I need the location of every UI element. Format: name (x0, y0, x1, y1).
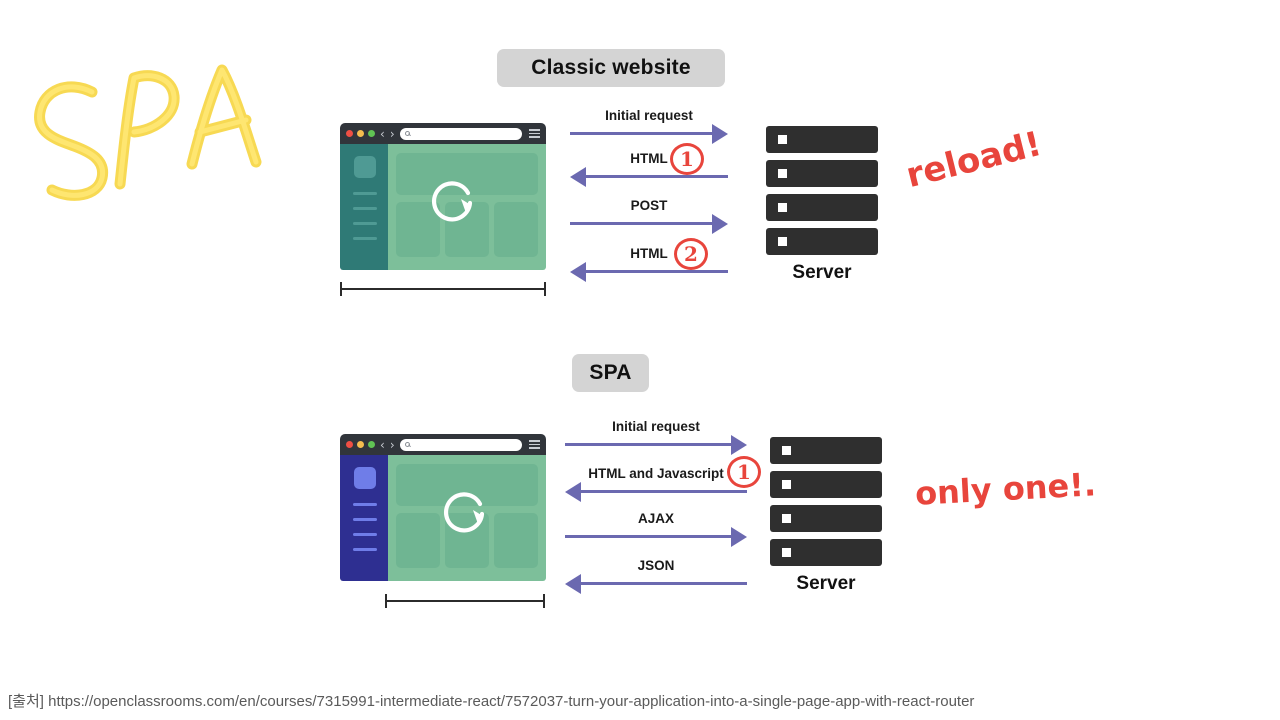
message-label: HTML (630, 151, 668, 166)
step-number: 2 (684, 242, 698, 266)
traffic-light-red-icon (346, 130, 353, 137)
browser-viewport (340, 144, 546, 270)
browser-sidebar (340, 455, 388, 581)
server-rack (770, 471, 882, 498)
search-icon (404, 442, 410, 447)
sidebar-nav-line (353, 207, 377, 211)
traffic-light-yellow-icon (357, 441, 364, 448)
browser-mockup-spa: ‹ › (340, 434, 546, 581)
forward-chevron-icon[interactable]: › (389, 126, 395, 141)
traffic-lights (346, 441, 375, 448)
width-bracket-classic (340, 282, 546, 296)
message-arrow-initial-request-spa: Initial request (565, 419, 747, 455)
content-pane (396, 513, 440, 568)
sidebar-logo-square (354, 467, 376, 489)
message-arrow-post: POST (570, 198, 728, 234)
browser-sidebar (340, 144, 388, 270)
browser-url-input[interactable] (399, 127, 522, 140)
spa-crayon-sketch (34, 64, 262, 201)
step-number: 1 (737, 460, 751, 484)
content-pane (396, 464, 538, 506)
traffic-light-green-icon (368, 441, 375, 448)
message-label: Initial request (605, 108, 693, 123)
hamburger-menu-icon[interactable] (529, 129, 540, 138)
browser-mockup-classic: ‹ › (340, 123, 546, 270)
section-badge-classic: Classic website (497, 49, 725, 87)
message-arrow-html-2: HTML (570, 246, 728, 282)
sidebar-nav-line (353, 548, 377, 552)
message-arrow-json: JSON (565, 558, 747, 594)
content-pane (494, 513, 538, 568)
source-citation: [출처] https://openclassrooms.com/en/cours… (8, 693, 975, 710)
badge-label: SPA (589, 361, 632, 384)
search-icon (404, 131, 410, 136)
browser-content-area (388, 455, 546, 581)
back-chevron-icon[interactable]: ‹ (380, 126, 385, 141)
message-label: JSON (637, 558, 675, 573)
server-stack-spa: Server (770, 437, 882, 595)
server-rack (770, 505, 882, 532)
browser-url-input[interactable] (399, 438, 522, 451)
hamburger-menu-icon[interactable] (529, 440, 540, 449)
server-rack (770, 539, 882, 566)
browser-viewport (340, 455, 546, 581)
message-label: HTML and Javascript (588, 466, 724, 481)
server-label: Server (796, 573, 856, 594)
server-stack-classic: Server (766, 126, 878, 284)
traffic-light-green-icon (368, 130, 375, 137)
traffic-lights (346, 130, 375, 137)
badge-label: Classic website (531, 56, 691, 79)
content-pane (494, 202, 538, 257)
message-label: HTML (630, 246, 668, 261)
sidebar-logo-square (354, 156, 376, 178)
server-label: Server (792, 262, 852, 283)
browser-chrome-bar: ‹ › (340, 123, 546, 144)
sidebar-nav-line (353, 518, 377, 522)
message-label: POST (630, 198, 668, 213)
reload-circular-arrow-icon (443, 492, 485, 533)
traffic-light-yellow-icon (357, 130, 364, 137)
server-rack (766, 160, 878, 187)
sidebar-nav-line (353, 533, 377, 537)
server-rack (766, 228, 878, 255)
browser-chrome-bar: ‹ › (340, 434, 546, 455)
annotation-reload: reload! (902, 123, 1046, 197)
server-rack (766, 194, 878, 221)
step-badge-1: 1 (670, 143, 704, 175)
message-arrow-initial-request: Initial request (570, 108, 728, 144)
traffic-light-red-icon (346, 441, 353, 448)
sidebar-nav-line (353, 222, 377, 226)
message-label: Initial request (612, 419, 700, 434)
message-arrow-html-javascript: HTML and Javascript (565, 466, 747, 502)
step-number: 1 (680, 147, 694, 171)
message-arrow-html-1: HTML (570, 151, 728, 187)
annotation-only-one: only one!. (914, 465, 1097, 513)
width-bracket-spa (385, 594, 545, 608)
message-label: AJAX (637, 511, 674, 526)
sidebar-nav-line (353, 237, 377, 241)
message-arrow-ajax: AJAX (565, 511, 747, 547)
forward-chevron-icon[interactable]: › (389, 437, 395, 452)
server-rack (770, 437, 882, 464)
content-pane (396, 202, 440, 257)
browser-content-area (388, 144, 546, 270)
reload-circular-arrow-icon (431, 181, 473, 222)
step-badge-2: 2 (674, 238, 708, 270)
section-badge-spa: SPA (572, 354, 649, 392)
step-badge-1-spa: 1 (727, 456, 761, 488)
sidebar-nav-line (353, 503, 377, 507)
sidebar-nav-line (353, 192, 377, 196)
server-rack (766, 126, 878, 153)
back-chevron-icon[interactable]: ‹ (380, 437, 385, 452)
